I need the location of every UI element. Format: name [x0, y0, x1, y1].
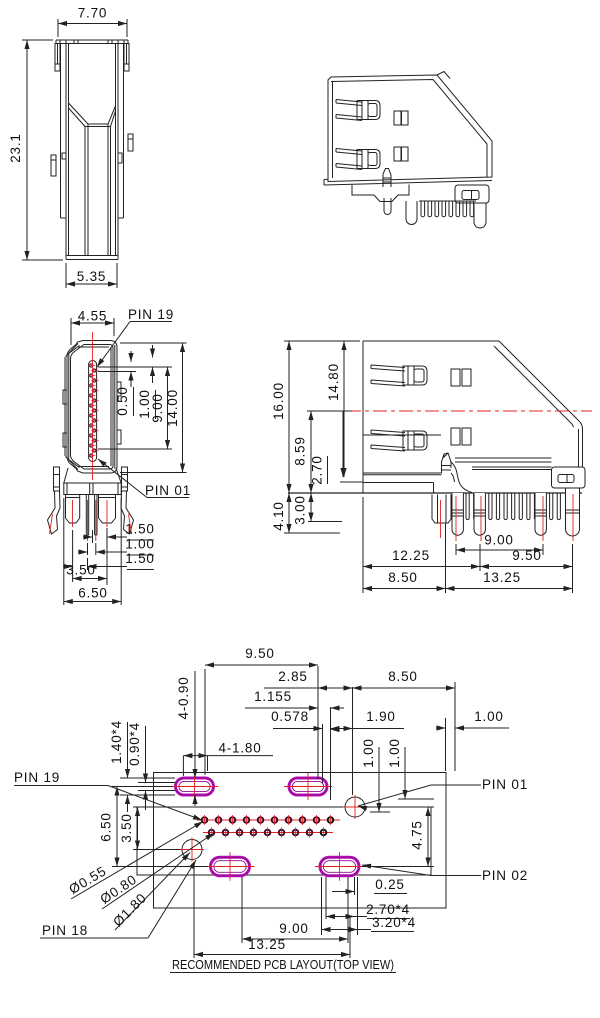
svg-text:2.70*4: 2.70*4 [366, 902, 410, 917]
svg-text:1.40*4: 1.40*4 [109, 720, 124, 764]
svg-text:1.90: 1.90 [366, 709, 395, 724]
svg-text:4.55: 4.55 [78, 309, 107, 324]
svg-text:PIN 18: PIN 18 [42, 923, 88, 938]
svg-text:4.10: 4.10 [271, 501, 286, 530]
svg-text:14.80: 14.80 [326, 363, 341, 401]
svg-text:1.00: 1.00 [125, 537, 154, 552]
svg-text:PIN 01: PIN 01 [145, 483, 191, 498]
svg-text:PIN 02: PIN 02 [482, 868, 528, 883]
svg-text:5.35: 5.35 [77, 269, 106, 284]
svg-text:1.00: 1.00 [137, 389, 152, 418]
svg-text:2.70: 2.70 [310, 455, 325, 484]
svg-text:PIN 19: PIN 19 [14, 770, 60, 785]
svg-text:6.50: 6.50 [99, 812, 114, 841]
svg-text:1.00: 1.00 [474, 709, 503, 724]
svg-text:8.50: 8.50 [388, 570, 417, 585]
svg-text:PIN 19: PIN 19 [128, 307, 174, 322]
svg-text:16.00: 16.00 [271, 382, 286, 420]
svg-text:14.00: 14.00 [165, 389, 180, 427]
svg-text:9.50: 9.50 [512, 548, 541, 563]
svg-text:13.25: 13.25 [483, 570, 521, 585]
svg-text:0.25: 0.25 [375, 877, 404, 892]
svg-text:7.70: 7.70 [78, 6, 107, 21]
svg-text:1.50: 1.50 [125, 551, 154, 566]
svg-text:1.155: 1.155 [254, 689, 292, 704]
svg-text:3.50: 3.50 [66, 563, 95, 578]
svg-text:2.85: 2.85 [278, 669, 307, 684]
svg-text:1.50: 1.50 [125, 522, 154, 537]
svg-text:3.00: 3.00 [293, 495, 308, 524]
svg-text:12.25: 12.25 [392, 548, 430, 563]
svg-text:9.00: 9.00 [279, 921, 308, 936]
svg-text:8.59: 8.59 [293, 436, 308, 465]
svg-text:4-1.80: 4-1.80 [218, 741, 261, 756]
svg-text:3.50: 3.50 [119, 813, 134, 842]
svg-text:1.00: 1.00 [387, 738, 402, 767]
svg-text:1.00: 1.00 [361, 738, 376, 767]
svg-text:9.50: 9.50 [245, 646, 274, 661]
svg-text:23.1: 23.1 [8, 133, 23, 162]
svg-text:9.00: 9.00 [484, 533, 513, 548]
svg-text:3.20*4: 3.20*4 [372, 915, 416, 930]
svg-text:13.25: 13.25 [248, 937, 286, 952]
svg-text:0.50: 0.50 [115, 386, 130, 415]
svg-text:4-0.90: 4-0.90 [176, 676, 191, 719]
svg-text:6.50: 6.50 [78, 586, 107, 601]
svg-text:0.578: 0.578 [271, 709, 309, 724]
svg-text:8.50: 8.50 [388, 669, 417, 684]
svg-text:RECOMMENDED PCB LAYOUT(TOP VIE: RECOMMENDED PCB LAYOUT(TOP VIEW) [172, 957, 394, 972]
svg-text:0.90*4: 0.90*4 [127, 722, 142, 766]
svg-text:4.75: 4.75 [410, 820, 425, 849]
svg-text:PIN 01: PIN 01 [482, 777, 528, 792]
svg-text:9.00: 9.00 [150, 393, 165, 422]
